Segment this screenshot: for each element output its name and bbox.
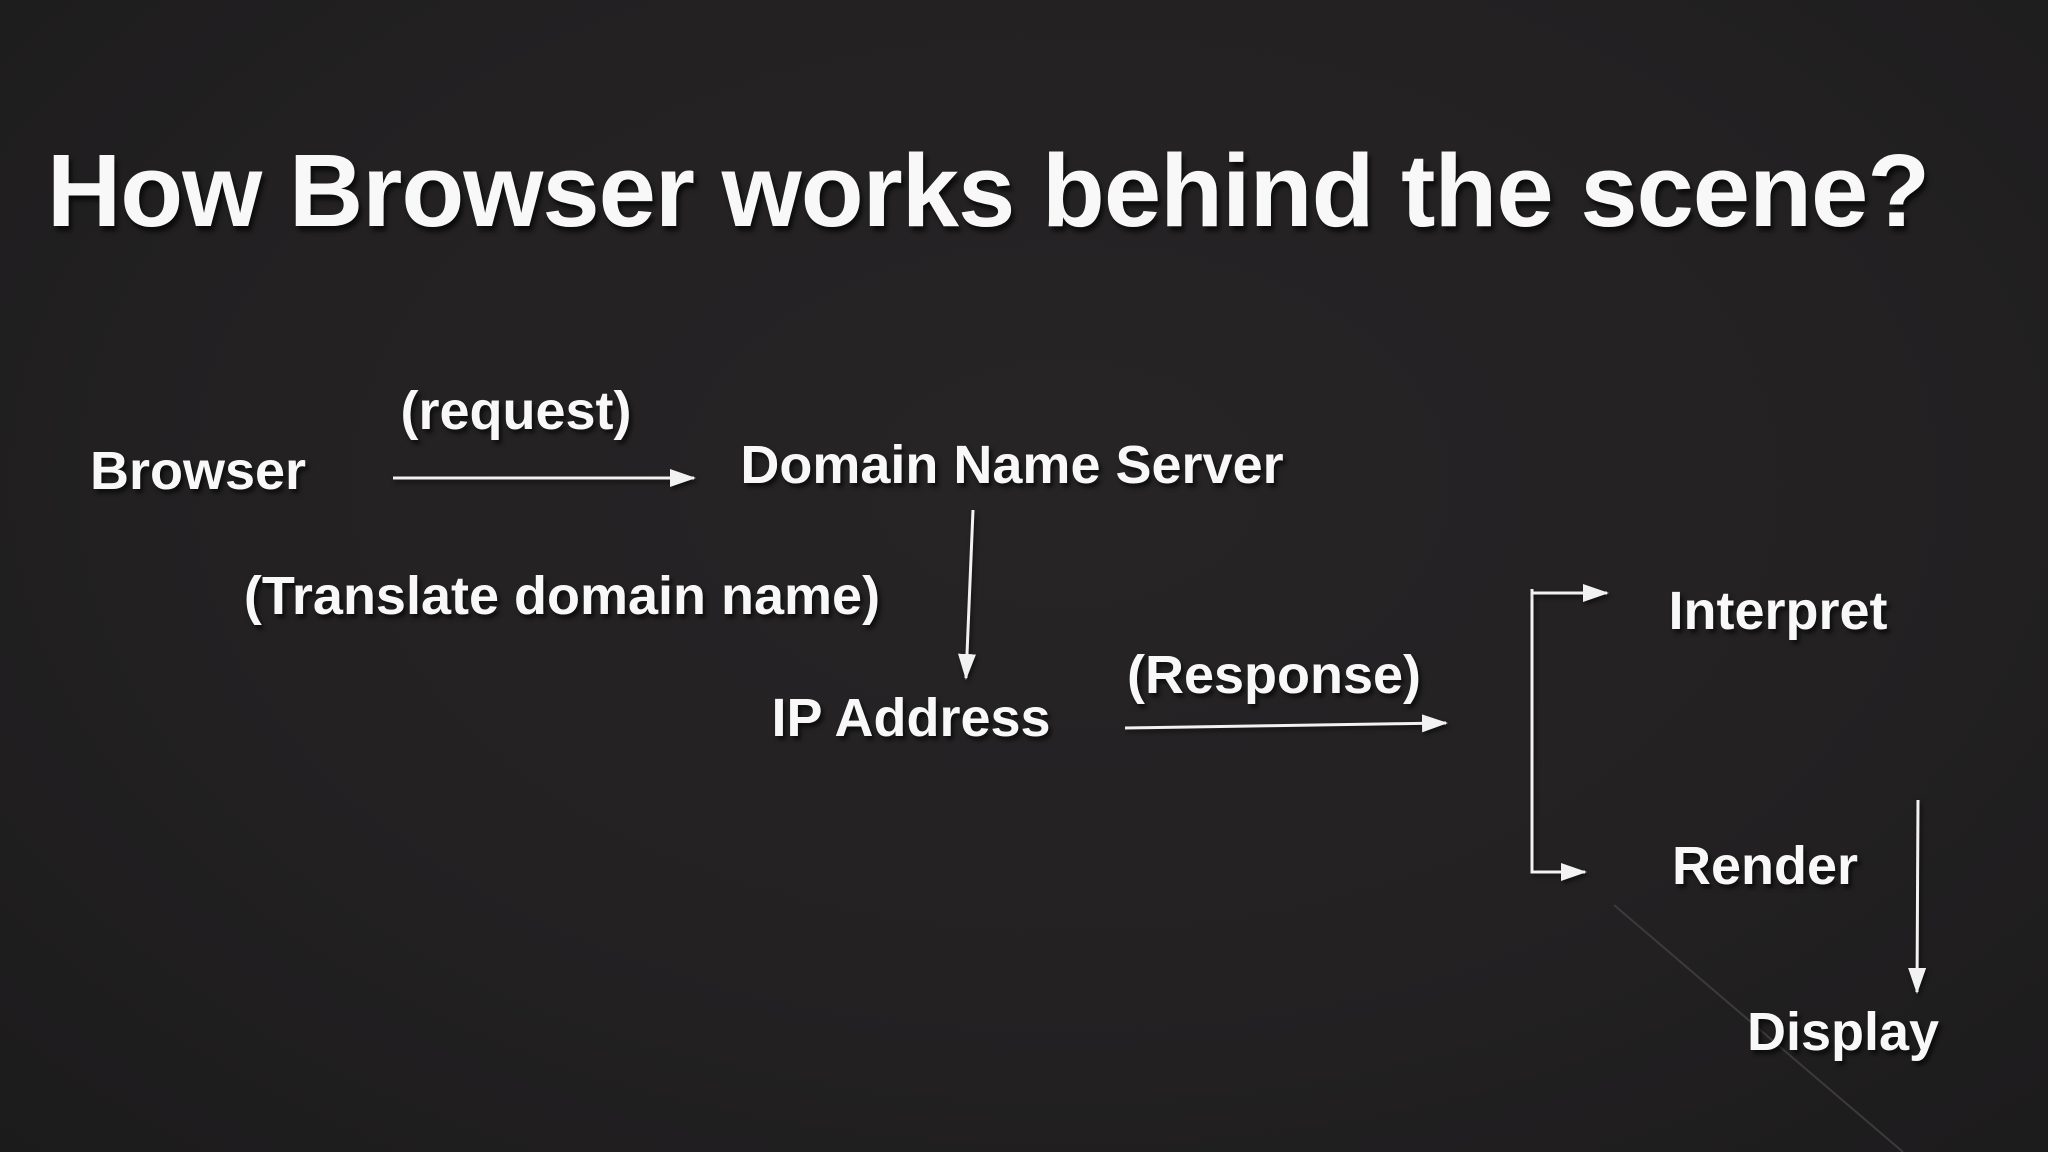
dns-to-ip-arrow	[958, 509, 976, 680]
fork-bracket-bottom-arrow	[1530, 589, 1587, 881]
node-label-interpret: Interpret	[1668, 581, 1888, 641]
annotation-translate: (Translate domain name)	[243, 566, 881, 626]
response-arrow	[1124, 714, 1448, 733]
page-title: How Browser works behind the scene?	[46, 133, 1930, 248]
faint-diagonal-line	[1613, 904, 1904, 1152]
connector-group	[393, 469, 1927, 1152]
node-label-dns: Domain Name Server	[740, 435, 1284, 495]
annotation-response: (Response)	[1126, 645, 1422, 705]
node-label-display: Display	[1746, 1002, 1940, 1062]
node-label-browser: Browser	[89, 441, 307, 501]
node-label-render: Render	[1671, 836, 1859, 896]
node-label-ip: IP Address	[771, 688, 1051, 748]
annotation-request: (request)	[400, 381, 632, 441]
interpret-to-display-arrow	[1908, 799, 1927, 994]
